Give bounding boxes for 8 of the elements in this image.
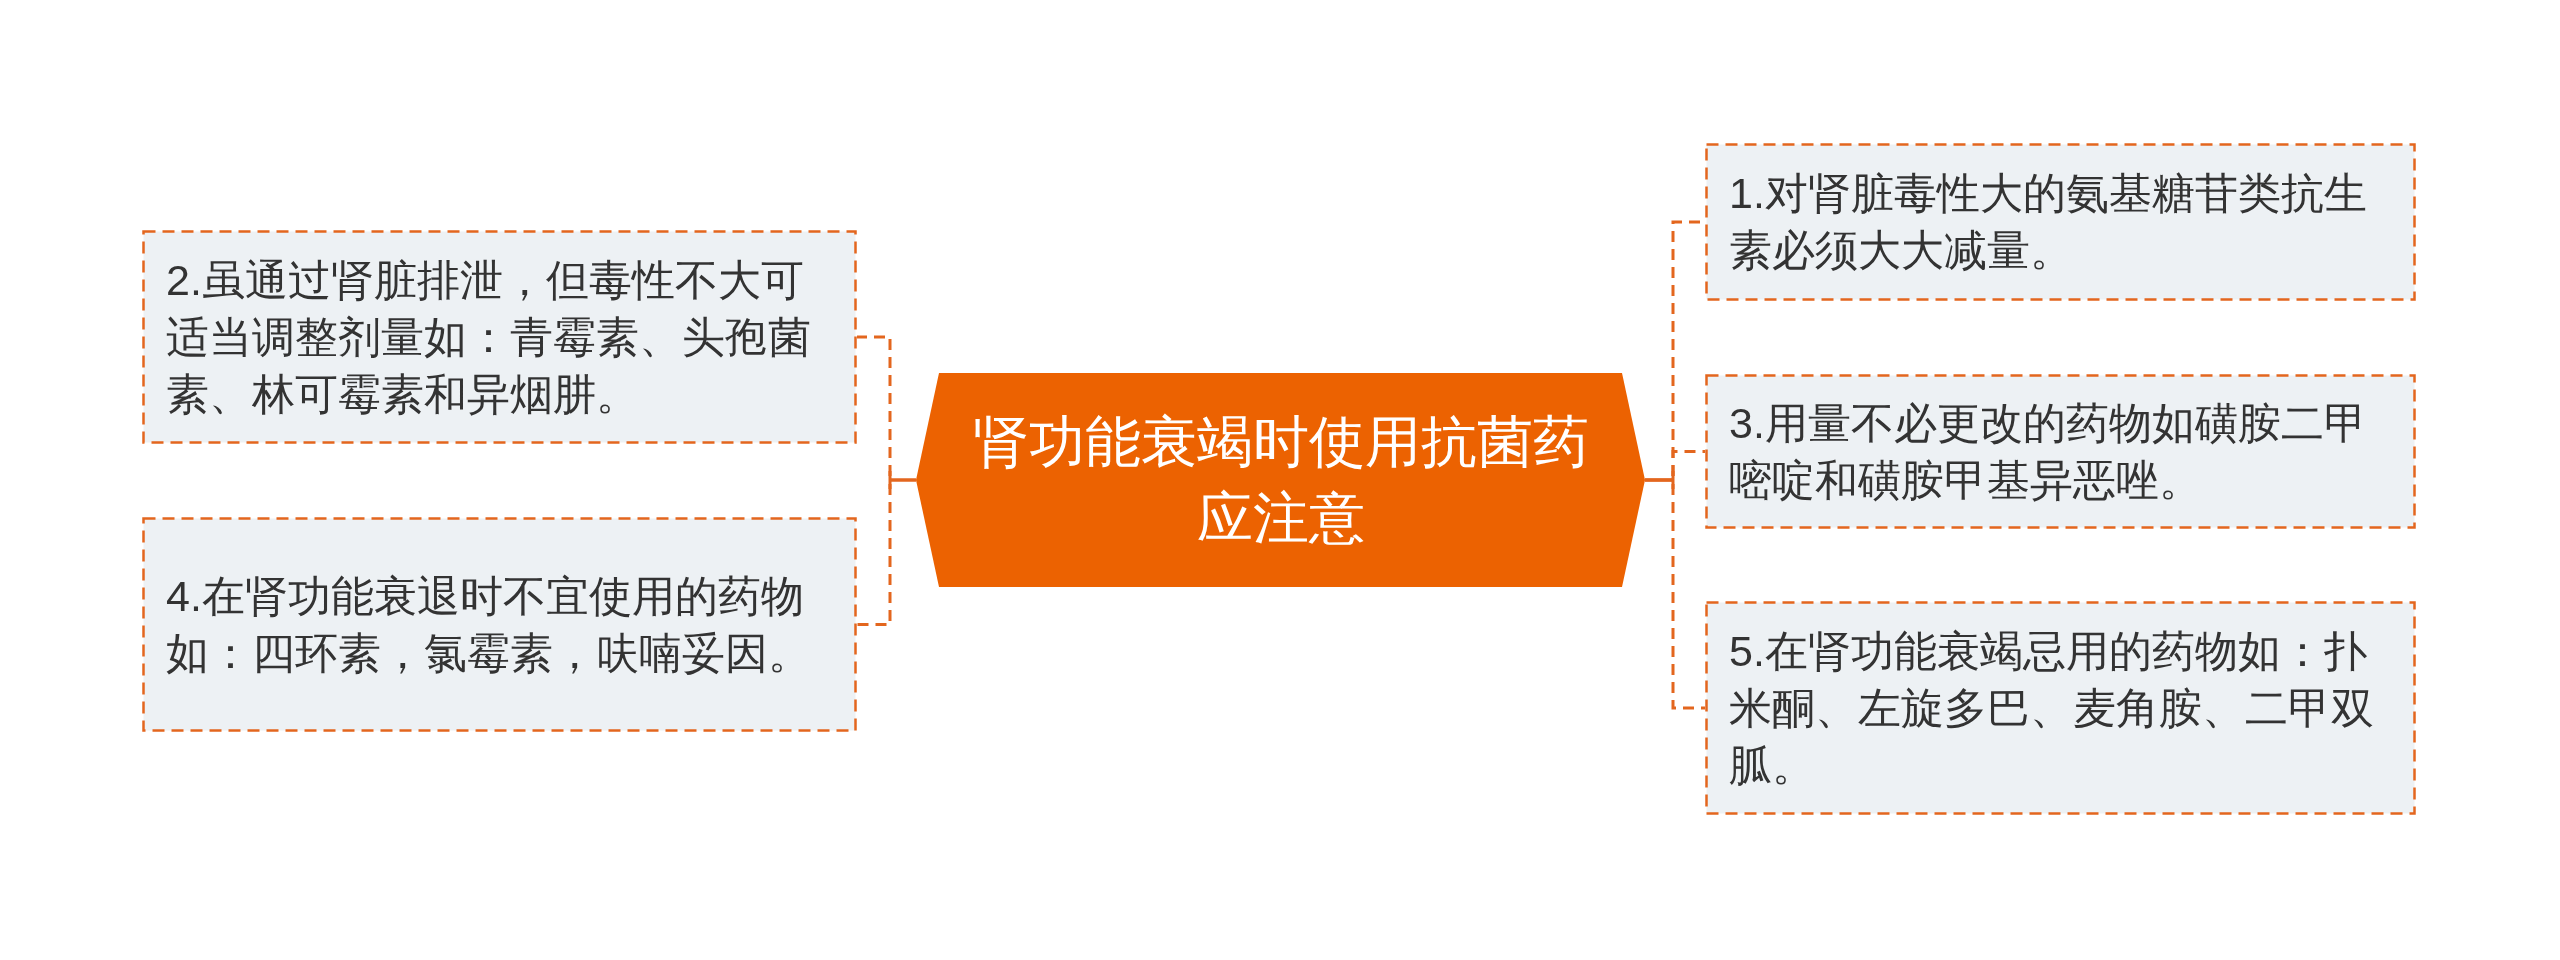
topic-box: 5.在肾功能衰竭忌用的药物如：扑米酮、左旋多巴、麦角胺、二甲双胍。 [1705, 601, 2416, 815]
topic-box: 3.用量不必更改的药物如磺胺二甲嘧啶和磺胺甲基异恶唑。 [1705, 374, 2416, 529]
topic-box: 4.在肾功能衰退时不宜使用的药物如：四环素，氯霉素，呋喃妥因。 [142, 517, 857, 732]
connector-line [1645, 478, 1705, 710]
connector-line [857, 478, 916, 626]
central-topic: 肾功能衰竭时使用抗菌药应注意 [916, 373, 1645, 587]
topic-box: 1.对肾脏毒性大的氨基糖苷类抗生素必须大大减量。 [1705, 143, 2416, 301]
topic-box: 2.虽通过肾脏排泄，但毒性不大可适当调整剂量如：青霉素、头孢菌素、林可霉素和异烟肼。 [142, 230, 857, 444]
